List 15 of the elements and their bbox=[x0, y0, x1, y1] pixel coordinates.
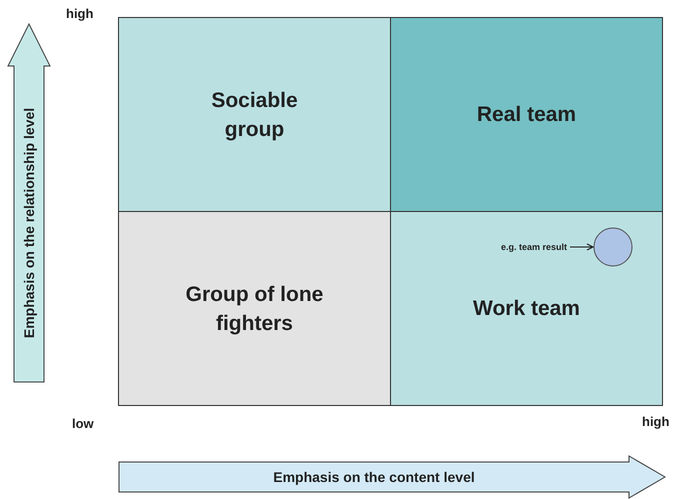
axis-end-label: high bbox=[66, 6, 94, 21]
quadrant-panel bbox=[118, 211, 391, 406]
quadrant-label: Sociable group bbox=[210, 88, 299, 142]
quadrant-panel bbox=[390, 211, 663, 406]
axis-title: Emphasis on the relationship level bbox=[21, 108, 37, 338]
arrow bbox=[570, 243, 594, 251]
axis-title: Emphasis on the content level bbox=[273, 469, 475, 485]
quadrant-label: Group of lone fighters bbox=[184, 282, 324, 336]
quadrant-label: Work team bbox=[473, 296, 580, 322]
axis-end-label: high bbox=[642, 414, 670, 429]
quadrant-label: Real team bbox=[476, 102, 576, 128]
quadrant-panel bbox=[118, 17, 391, 212]
quadrant-panel bbox=[390, 17, 663, 212]
axis-end-label: low bbox=[72, 416, 94, 431]
annotation-text: e.g. team result bbox=[471, 239, 567, 255]
